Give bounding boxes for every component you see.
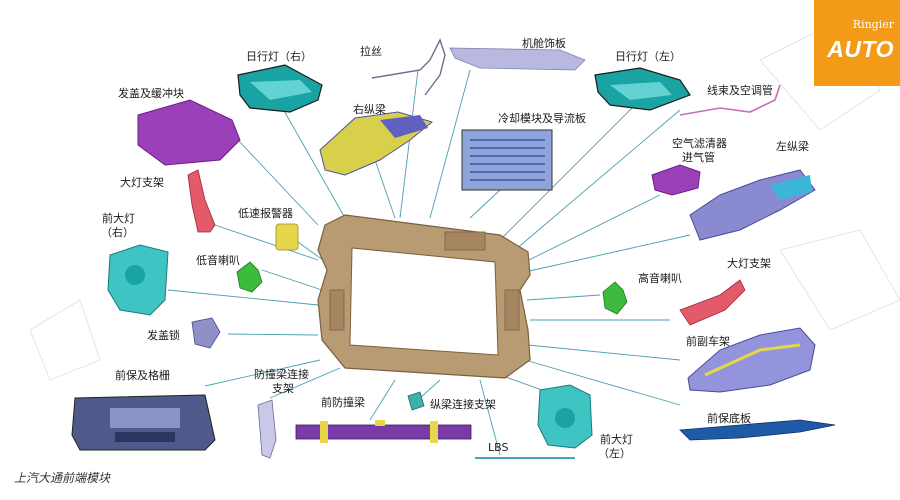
label-skid-plate: 前保底板 [707,412,751,425]
low-horn-part [236,261,263,293]
image-caption: 上汽大通前端模块 [14,471,111,485]
lamp-bracket-right-part [679,279,746,326]
rail-link-part [407,391,425,411]
label-lbs: LBS [488,441,509,454]
logo-bottom-text: AUTO [827,36,894,62]
wire-part [371,38,446,96]
cooling-module-part [461,129,553,191]
label-lamp-bracket-right: 大灯支架 [727,257,771,270]
connector-lines [167,69,691,456]
bumper-link-part [257,399,277,459]
hood-lock-part [191,317,221,349]
skid-plate-part [679,419,836,441]
lamp-bracket-left-part [187,169,216,233]
label-low-speed-alarm: 低速报警器 [238,207,293,220]
label-left-rail: 左纵梁 [776,140,809,153]
label-headlamp-right-line1: 前大灯 [102,212,135,225]
label-hood: 发盖及缓冲块 [118,87,184,100]
headlamp-right-part [107,244,169,316]
label-bumper-beam: 前防撞梁 [321,396,365,409]
label-lamp-bracket-left: 大灯支架 [120,176,164,189]
label-bumper-link-line1: 防撞梁连接 [254,368,309,381]
label-rail-link: 纵梁连接支架 [430,398,496,411]
front-end-frame [317,214,531,379]
high-horn-part [602,281,628,315]
label-harness: 线束及空调管 [707,84,773,97]
drl-right-part [237,64,323,113]
label-low-horn: 低音喇叭 [196,254,240,267]
label-wire: 拉丝 [360,45,382,58]
label-air-intake-line2: 进气管 [682,151,715,164]
ringier-auto-logo: Ringier AUTO [814,0,900,86]
bumper-beam-part [295,420,472,443]
bumper-grille-part [71,394,216,451]
label-headlamp-left-line1: 前大灯 [600,433,633,446]
right-rail-part [319,111,434,176]
headlamp-left-part [537,384,593,449]
label-cabin-trim: 机舱饰板 [522,37,566,50]
label-bumper-link-line2: 支架 [272,382,294,395]
subframe-part [687,327,816,393]
label-right-rail: 右纵梁 [353,103,386,116]
label-drl-right: 日行灯（右） [246,50,312,63]
drl-left-part [594,67,691,111]
left-rail-part [689,169,816,241]
air-intake-part [651,164,701,196]
label-headlamp-left-line2: （左） [598,447,631,460]
label-cooling: 冷却模块及导流板 [498,112,586,125]
label-subframe: 前副车架 [686,335,730,348]
logo-top-text: Ringier [852,18,894,31]
label-hood-lock: 发盖锁 [147,329,180,342]
label-headlamp-right-line2: （右） [101,226,134,239]
label-air-intake-line1: 空气滤清器 [672,137,727,150]
hood-part [137,99,241,166]
low-speed-alarm-part [275,223,299,251]
harness-part [679,84,781,116]
label-bumper-grille: 前保及格栅 [115,369,170,382]
label-drl-left: 日行灯（左） [615,50,681,63]
label-high-horn: 高音喇叭 [638,272,682,285]
cabin-trim-part [449,47,586,71]
background-decoration [29,19,900,381]
